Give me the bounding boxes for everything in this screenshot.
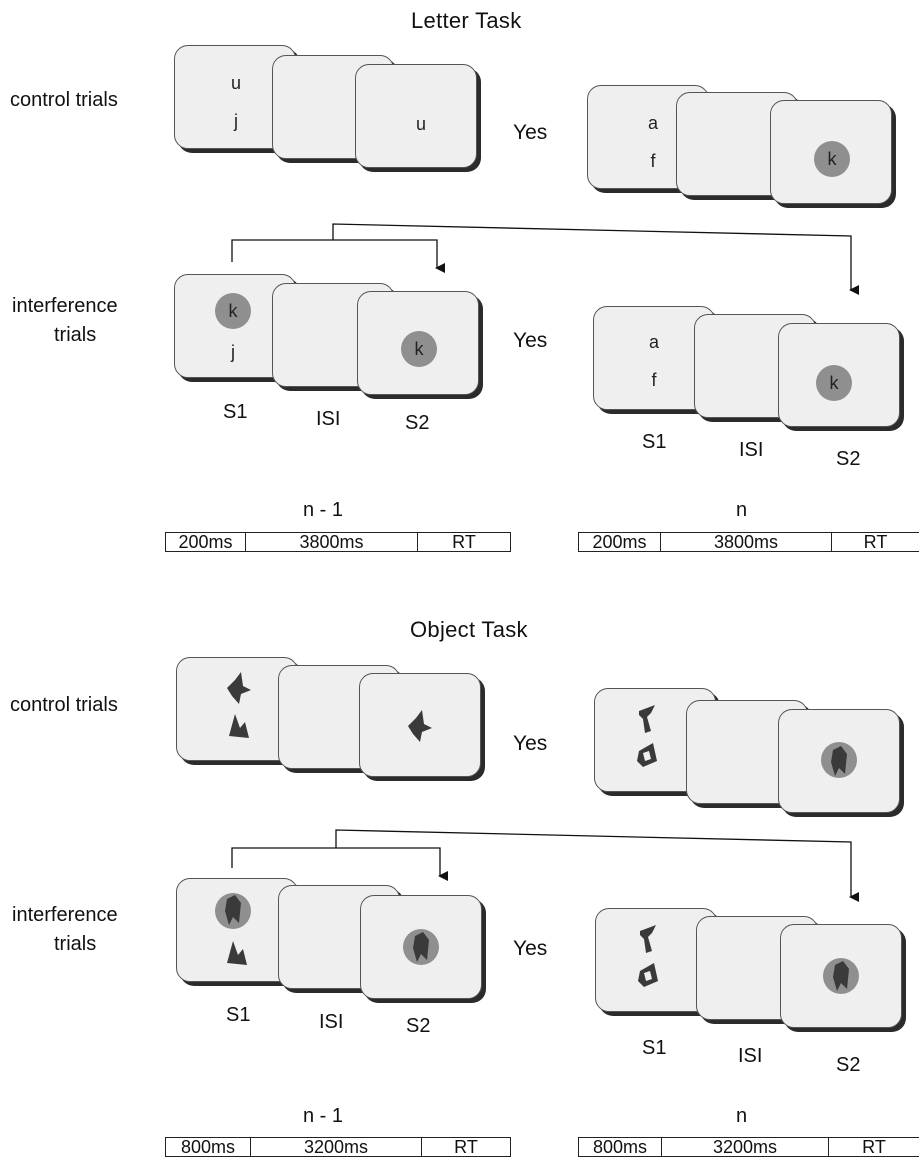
object-shape: [640, 925, 656, 953]
object-shape: [637, 743, 657, 767]
object-shape: [227, 941, 247, 965]
object-bracket: [231, 829, 859, 902]
timeline-segment-stimulus: 800ms: [592, 1137, 648, 1157]
control-trials-label: control trials: [10, 89, 118, 111]
letter: j: [234, 111, 238, 131]
response-yes: Yes: [513, 121, 548, 144]
highlight-disc: k: [215, 293, 251, 329]
response-yes: Yes: [513, 732, 548, 755]
object-stimuli: [833, 961, 849, 991]
s1-label: S1: [223, 401, 248, 423]
timeline-segment-isi: 3200ms: [661, 1138, 828, 1156]
timeline-n-minus-1: 800ms 3200ms RT: [165, 1137, 511, 1157]
object-shape: [413, 932, 429, 962]
stimulus-card-s2: [360, 895, 482, 999]
trial-n-minus-1-label: n - 1: [303, 1105, 344, 1127]
object-shape: [229, 714, 249, 738]
s2-label: S2: [406, 1015, 431, 1037]
letter: f: [650, 151, 656, 171]
isi-label: ISI: [738, 1045, 763, 1067]
timeline-segment-stimulus: 800ms: [180, 1137, 236, 1157]
s2-label: S2: [405, 412, 430, 434]
stimulus-card-s2: k: [357, 291, 479, 395]
stimulus-card-s2: k: [778, 323, 900, 427]
s1-label: S1: [642, 1037, 667, 1059]
letter: k: [829, 373, 839, 393]
trial-n-minus-1-label: n - 1: [303, 499, 344, 521]
highlight-disc: k: [401, 331, 437, 367]
s2-label: S2: [836, 1054, 861, 1076]
trials-label: trials: [54, 933, 97, 955]
stimulus-card-s2: k: [770, 100, 892, 204]
stimulus-card-s2: [780, 924, 902, 1028]
letter: a: [648, 332, 659, 352]
highlight-disc: k: [814, 141, 850, 177]
timeline-segment-rt: RT: [421, 1138, 510, 1156]
isi-label: ISI: [739, 439, 764, 461]
s1-label: S1: [226, 1004, 251, 1026]
object-stimuli: [408, 710, 432, 742]
stimulus-card-s1: [176, 657, 298, 761]
object-stimuli: [638, 925, 658, 987]
interference-label: interference: [12, 904, 118, 926]
letter: k: [827, 149, 837, 169]
object-stimuli: [637, 705, 657, 767]
trial-n-label: n: [736, 1105, 748, 1127]
trials-label: trials: [54, 324, 97, 346]
object-shape: [225, 895, 241, 925]
s1-label: S1: [642, 431, 667, 453]
timeline-segment-rt: RT: [831, 533, 919, 551]
interference-label: interference: [12, 295, 118, 317]
object-stimuli: [831, 746, 847, 776]
object-shape: [831, 746, 847, 776]
letter-task-title: Letter Task: [411, 8, 522, 33]
timeline-segment-isi: 3200ms: [250, 1138, 421, 1156]
letter: u: [415, 114, 426, 134]
letter: j: [231, 342, 235, 362]
object-shape: [227, 672, 251, 704]
timeline-segment-rt: RT: [828, 1138, 919, 1156]
stimulus-card-s1: [176, 878, 298, 982]
stimulus-card-s2: u: [355, 64, 477, 168]
letter: a: [647, 113, 658, 133]
timeline-segment-stimulus: 200ms: [178, 532, 233, 552]
object-shape: [408, 710, 432, 742]
isi-label: ISI: [319, 1011, 344, 1033]
timeline-segment-isi: 3800ms: [245, 533, 417, 551]
timeline-n: 200ms 3800ms RT: [578, 532, 919, 552]
object-stimuli: [225, 895, 247, 965]
trial-n-label: n: [736, 499, 748, 521]
timeline-n-minus-1: 200ms 3800ms RT: [165, 532, 511, 552]
response-yes: Yes: [513, 937, 548, 960]
highlight-disc: k: [816, 365, 852, 401]
letter: u: [230, 73, 241, 93]
timeline-n: 800ms 3200ms RT: [578, 1137, 919, 1157]
timeline-segment-rt: RT: [417, 533, 510, 551]
letter: k: [228, 301, 238, 321]
letter: f: [651, 370, 657, 390]
object-stimuli: [413, 932, 429, 962]
object-task-title: Object Task: [410, 617, 528, 642]
response-yes: Yes: [513, 329, 548, 352]
stimulus-card-s2: [778, 709, 900, 813]
isi-label: ISI: [316, 408, 341, 430]
object-shape: [638, 963, 658, 987]
object-stimuli: [227, 672, 251, 738]
control-trials-label: control trials: [10, 694, 118, 716]
letter-bracket: [231, 223, 859, 295]
timeline-segment-stimulus: 200ms: [592, 532, 647, 552]
object-shape: [833, 961, 849, 991]
letter: k: [414, 339, 424, 359]
object-shape: [639, 705, 655, 733]
s2-label: S2: [836, 448, 861, 470]
timeline-segment-isi: 3800ms: [660, 533, 831, 551]
stimulus-card-s2: [359, 673, 481, 777]
